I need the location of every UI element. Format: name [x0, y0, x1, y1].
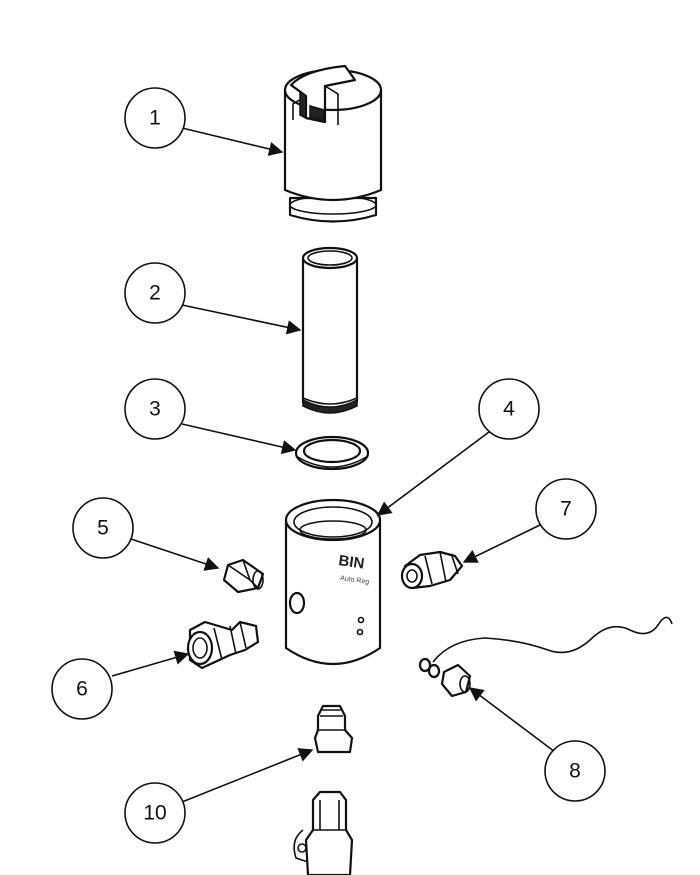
callout-3: 3 [124, 378, 186, 440]
callout-10: 10 [124, 782, 186, 844]
part-3-oring [294, 435, 370, 471]
callout-1: 1 [124, 87, 186, 149]
part-10-fitting [313, 704, 354, 754]
callout-7-label: 7 [560, 498, 572, 521]
part-1-cap [283, 64, 383, 223]
callout-7: 7 [535, 478, 597, 540]
callout-10-label: 10 [143, 802, 166, 825]
part-4-regulator-body: BIN Auto Reg [284, 498, 382, 665]
callout-1-label: 1 [149, 107, 161, 130]
callout-3-label: 3 [149, 398, 161, 421]
callout-5-label: 5 [97, 517, 109, 540]
callout-8-label: 8 [569, 760, 581, 783]
callout-6-label: 6 [76, 678, 88, 701]
callout-2: 2 [124, 262, 186, 324]
body-sub-text: Auto Reg [340, 575, 370, 586]
part-5-plug [222, 558, 265, 594]
leader-lines [111, 127, 556, 803]
callout-4-label: 4 [503, 398, 515, 421]
callout-6: 6 [51, 658, 113, 720]
part-8-screw-wire [418, 616, 673, 698]
part-7-fitting [400, 550, 464, 590]
part-2-filter-tube [301, 246, 359, 414]
callout-5: 5 [72, 497, 134, 559]
callout-8: 8 [544, 740, 606, 802]
part-6-fitting [186, 620, 260, 670]
body-brand-text: BIN [337, 552, 365, 572]
callout-2-label: 2 [149, 282, 161, 305]
callout-4: 4 [478, 378, 540, 440]
lower-fitting [293, 790, 354, 875]
